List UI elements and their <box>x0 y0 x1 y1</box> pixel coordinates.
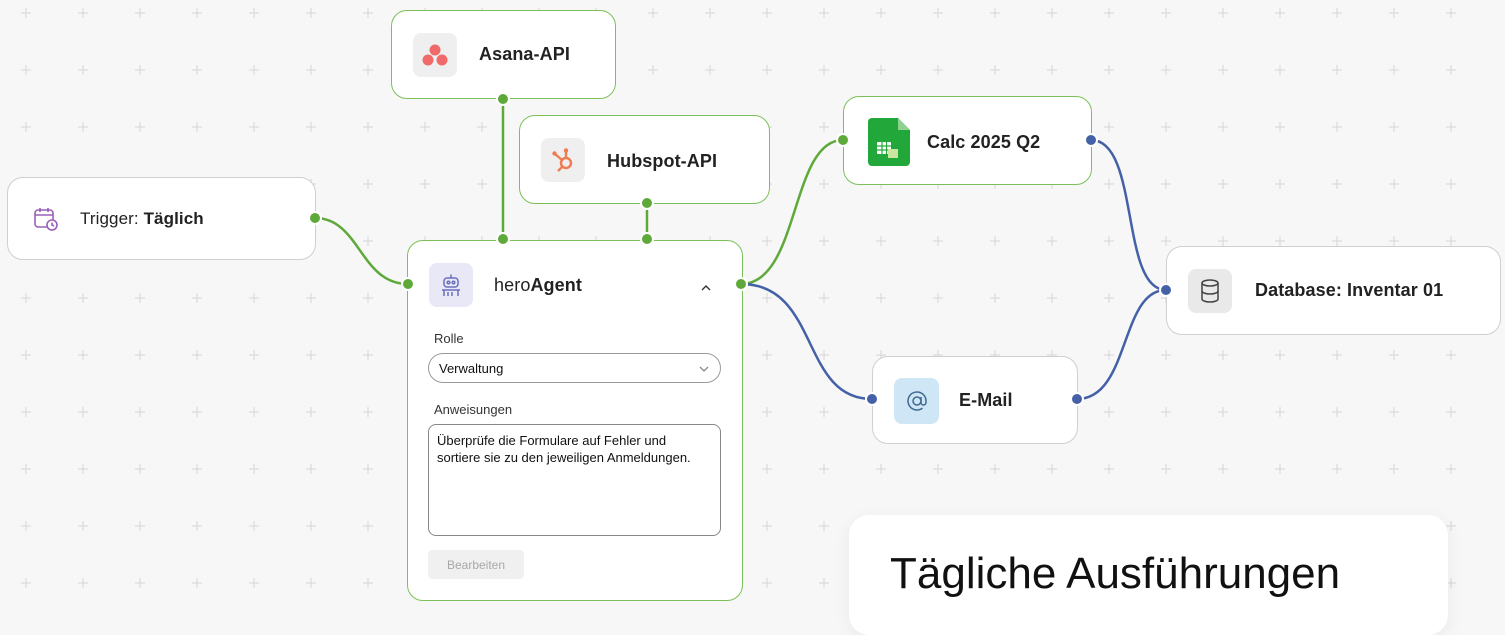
role-value: Verwaltung <box>439 360 504 376</box>
chevron-down-icon <box>698 361 710 376</box>
database-icon <box>1188 269 1232 313</box>
agent-input-handle-hubspot[interactable] <box>640 232 654 246</box>
database-input-handle[interactable] <box>1159 283 1173 297</box>
agent-output-handle[interactable] <box>734 277 748 291</box>
database-node[interactable]: Database: Inventar 01 <box>1166 246 1501 335</box>
asana-api-node[interactable]: Asana-API <box>391 10 616 99</box>
hubspot-icon <box>541 138 585 182</box>
agent-title: heroAgent <box>494 275 582 296</box>
role-select[interactable]: Verwaltung <box>428 353 721 383</box>
panel-title: Tägliche Ausführungen <box>890 549 1341 598</box>
email-output-handle[interactable] <box>1070 392 1084 406</box>
wire-agent-email <box>740 282 873 401</box>
wire-calc-database <box>1090 138 1167 292</box>
asana-icon <box>413 33 457 77</box>
trigger-value: Täglich <box>143 209 204 228</box>
asana-label: Asana-API <box>479 44 570 64</box>
wire-agent-calc <box>740 138 844 286</box>
hubspot-api-node[interactable]: Hubspot-API <box>519 115 770 204</box>
trigger-output-handle[interactable] <box>308 211 322 225</box>
trigger-prefix: Trigger: <box>80 209 144 228</box>
asana-output-handle[interactable] <box>496 92 510 106</box>
hubspot-label: Hubspot-API <box>607 151 718 171</box>
hero-agent-node[interactable]: heroAgent Rolle Verwaltung Anweisungen Ü… <box>407 240 743 601</box>
agent-input-handle-asana[interactable] <box>496 232 510 246</box>
trigger-label: Trigger: Täglich <box>80 209 204 229</box>
database-label: Database: Inventar 01 <box>1255 280 1444 300</box>
at-sign-icon <box>894 378 939 424</box>
calc-label: Calc 2025 Q2 <box>927 132 1041 152</box>
agent-prefix: hero <box>494 275 531 295</box>
wire-email-database <box>1076 288 1167 401</box>
agent-input-handle-trigger[interactable] <box>401 277 415 291</box>
instructions-label: Anweisungen <box>434 402 513 417</box>
daily-runs-panel: Tägliche Ausführungen <box>849 515 1448 635</box>
calendar-clock-icon <box>33 206 59 237</box>
spreadsheet-icon <box>868 118 910 171</box>
email-input-handle[interactable] <box>865 392 879 406</box>
hubspot-output-handle[interactable] <box>640 196 654 210</box>
email-node[interactable]: E-Mail <box>872 356 1078 444</box>
trigger-node[interactable]: Trigger: Täglich <box>7 177 316 260</box>
chevron-up-icon[interactable] <box>700 279 712 297</box>
email-label: E-Mail <box>959 390 1013 410</box>
role-label: Rolle <box>434 331 464 346</box>
agent-name: Agent <box>530 275 582 295</box>
robot-icon <box>429 263 473 307</box>
calc-input-handle[interactable] <box>836 133 850 147</box>
wire-trigger-agent <box>314 216 409 286</box>
calc-node[interactable]: Calc 2025 Q2 <box>843 96 1092 185</box>
calc-output-handle[interactable] <box>1084 133 1098 147</box>
instructions-textarea[interactable]: Überprüfe die Formulare auf Fehler und s… <box>428 424 721 536</box>
edit-button[interactable]: Bearbeiten <box>428 550 524 579</box>
